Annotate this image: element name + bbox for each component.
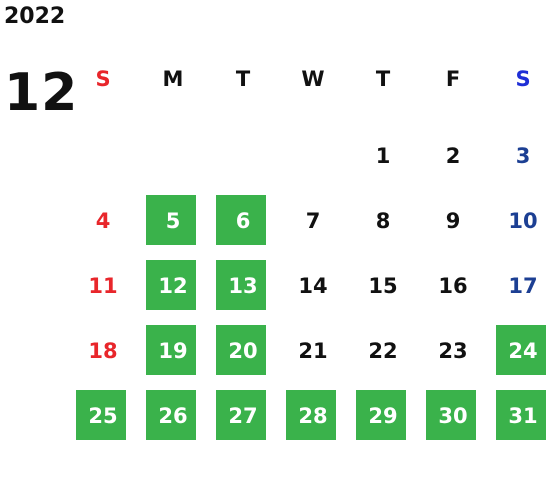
day-number: 12 <box>158 273 188 298</box>
day-cell-highlighted: 28 <box>278 383 348 448</box>
day-cell-highlighted: 29 <box>348 383 418 448</box>
day-cell-highlighted: 27 <box>208 383 278 448</box>
weekday-header-sat: S <box>488 58 548 123</box>
day-cell: 3 <box>488 123 548 188</box>
day-number <box>68 123 138 188</box>
day-cell-highlighted: 31 <box>488 383 548 448</box>
day-number: 4 <box>95 208 111 233</box>
weekday-header-tue: T <box>208 58 278 123</box>
day-cell: 18 <box>68 318 138 383</box>
calendar-grid: S M T W T F S 1 2 3 4 5 6 7 8 9 10 11 12… <box>68 58 548 448</box>
day-cell: 11 <box>68 253 138 318</box>
weekday-label: T <box>375 66 391 91</box>
day-number: 14 <box>298 273 328 298</box>
day-cell-highlighted: 26 <box>138 383 208 448</box>
day-number: 6 <box>235 208 251 233</box>
day-cell-highlighted: 30 <box>418 383 488 448</box>
day-number: 27 <box>228 403 258 428</box>
day-cell <box>68 123 138 188</box>
month-number: 12 <box>4 63 79 123</box>
day-number: 2 <box>445 143 461 168</box>
day-cell-highlighted: 5 <box>138 188 208 253</box>
day-cell-highlighted: 12 <box>138 253 208 318</box>
day-number: 22 <box>368 338 398 363</box>
weekday-label: S <box>515 66 531 91</box>
weekday-header-sun: S <box>68 58 138 123</box>
day-cell: 23 <box>418 318 488 383</box>
weekday-label: T <box>235 66 251 91</box>
day-cell: 22 <box>348 318 418 383</box>
day-number: 31 <box>508 403 538 428</box>
day-number: 9 <box>445 208 461 233</box>
day-cell: 4 <box>68 188 138 253</box>
day-cell: 17 <box>488 253 548 318</box>
day-cell-highlighted: 13 <box>208 253 278 318</box>
day-number: 29 <box>368 403 398 428</box>
day-number: 23 <box>438 338 468 363</box>
day-number: 30 <box>438 403 468 428</box>
day-number: 17 <box>508 273 538 298</box>
day-number: 11 <box>88 273 118 298</box>
day-number: 18 <box>88 338 118 363</box>
day-cell: 15 <box>348 253 418 318</box>
weekday-header-fri: F <box>418 58 488 123</box>
day-number <box>278 123 348 188</box>
day-number: 15 <box>368 273 398 298</box>
day-number: 13 <box>228 273 258 298</box>
weekday-header-mon: M <box>138 58 208 123</box>
day-cell: 21 <box>278 318 348 383</box>
day-number: 24 <box>508 338 538 363</box>
day-cell: 2 <box>418 123 488 188</box>
year-label: 2022 <box>4 4 66 29</box>
day-number: 10 <box>508 208 538 233</box>
weekday-header-thu: T <box>348 58 418 123</box>
day-cell <box>208 123 278 188</box>
day-number: 3 <box>515 143 531 168</box>
weekday-header-wed: W <box>278 58 348 123</box>
weekday-label: F <box>445 66 461 91</box>
day-cell: 8 <box>348 188 418 253</box>
day-number <box>138 123 208 188</box>
day-number: 5 <box>165 208 181 233</box>
day-number: 20 <box>228 338 258 363</box>
day-cell-highlighted: 6 <box>208 188 278 253</box>
weekday-label: S <box>95 66 111 91</box>
day-cell-highlighted: 24 <box>488 318 548 383</box>
day-cell: 1 <box>348 123 418 188</box>
day-number: 25 <box>88 403 118 428</box>
day-number: 16 <box>438 273 468 298</box>
day-number <box>208 123 278 188</box>
day-cell <box>278 123 348 188</box>
day-cell: 14 <box>278 253 348 318</box>
day-number: 28 <box>298 403 328 428</box>
day-number: 7 <box>305 208 321 233</box>
day-number: 1 <box>375 143 391 168</box>
day-cell: 7 <box>278 188 348 253</box>
day-cell-highlighted: 19 <box>138 318 208 383</box>
day-cell-highlighted: 25 <box>68 383 138 448</box>
weekday-label: M <box>162 66 184 91</box>
day-number: 21 <box>298 338 328 363</box>
day-number: 8 <box>375 208 391 233</box>
day-cell-highlighted: 20 <box>208 318 278 383</box>
day-cell <box>138 123 208 188</box>
day-cell: 16 <box>418 253 488 318</box>
day-number: 19 <box>158 338 188 363</box>
weekday-label: W <box>301 66 325 91</box>
day-cell: 10 <box>488 188 548 253</box>
day-cell: 9 <box>418 188 488 253</box>
day-number: 26 <box>158 403 188 428</box>
